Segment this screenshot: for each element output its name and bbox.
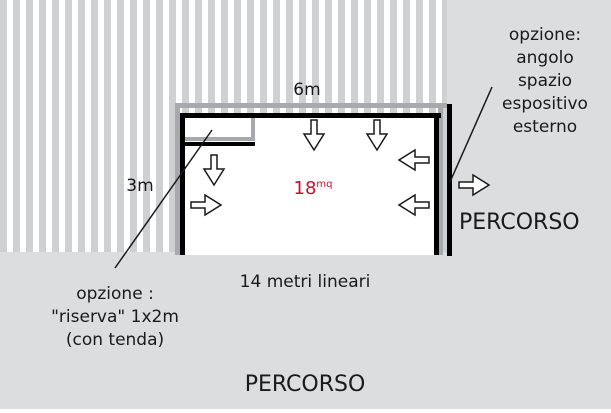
storage-option-label: opzione : "riserva" 1x2m (con tenda) bbox=[30, 283, 200, 352]
corner-option-line: esterno bbox=[512, 117, 578, 137]
arrow-down-icon bbox=[202, 154, 226, 187]
storage-wall bbox=[185, 142, 255, 146]
wall-left bbox=[180, 113, 185, 255]
linear-meters-label: 14 metri lineari bbox=[239, 272, 371, 292]
storage-outline-bottom bbox=[185, 137, 255, 141]
wall-outline-right bbox=[438, 103, 443, 255]
corner-option-line: opzione: bbox=[508, 25, 582, 45]
arrow-down-icon bbox=[302, 119, 326, 152]
path-label-right: PERCORSO bbox=[459, 210, 580, 235]
path-label-bottom: PERCORSO bbox=[244, 372, 366, 397]
arrow-left-icon bbox=[397, 193, 430, 217]
wall-top bbox=[180, 113, 441, 118]
area-label: 18mq bbox=[278, 174, 348, 199]
arrow-right-icon bbox=[190, 193, 223, 217]
leader-line-storage bbox=[114, 129, 213, 269]
arrow-right-icon bbox=[458, 173, 491, 197]
wall-outline-top bbox=[175, 103, 447, 108]
corner-option-line: espositivo bbox=[502, 94, 588, 114]
area-value: 18 bbox=[293, 178, 317, 199]
corner-option-line: angolo bbox=[516, 48, 574, 68]
corner-option-label: opzione: angolo spazio espositivo estern… bbox=[485, 24, 605, 139]
storage-option-line: opzione : bbox=[76, 284, 154, 304]
leader-line-corner bbox=[449, 86, 493, 183]
corner-option-line: spazio bbox=[517, 71, 573, 91]
corridor-bottom bbox=[0, 252, 611, 409]
arrow-left-icon bbox=[397, 148, 430, 172]
storage-outline-right bbox=[251, 118, 255, 141]
storage-option-line: "riserva" 1x2m bbox=[51, 307, 179, 327]
depth-label: 3m bbox=[126, 176, 154, 196]
wall-corner-open-side bbox=[447, 104, 452, 256]
wall-right bbox=[434, 113, 439, 255]
area-unit: mq bbox=[316, 179, 333, 190]
storage-option-line: (con tenda) bbox=[65, 330, 165, 350]
arrow-down-icon bbox=[365, 119, 389, 152]
width-label: 6m bbox=[293, 80, 321, 100]
